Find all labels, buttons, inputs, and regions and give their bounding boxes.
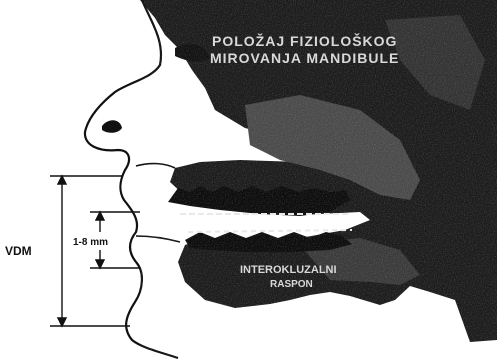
nostril-outline bbox=[102, 120, 122, 133]
rest-gap-label: 1-8 mm bbox=[73, 237, 108, 248]
bottom-caption-line-1: INTEROKLUZALNI bbox=[240, 264, 337, 276]
title-line-1: POLOŽAJ FIZIOLOŠKOG bbox=[212, 32, 397, 49]
title-line-2: MIROVANJA MANDIBULE bbox=[210, 50, 399, 66]
bottom-caption-line-2: RASPON bbox=[270, 279, 313, 290]
vdm-label: VDM bbox=[5, 244, 32, 258]
vdm-bracket bbox=[50, 176, 130, 326]
